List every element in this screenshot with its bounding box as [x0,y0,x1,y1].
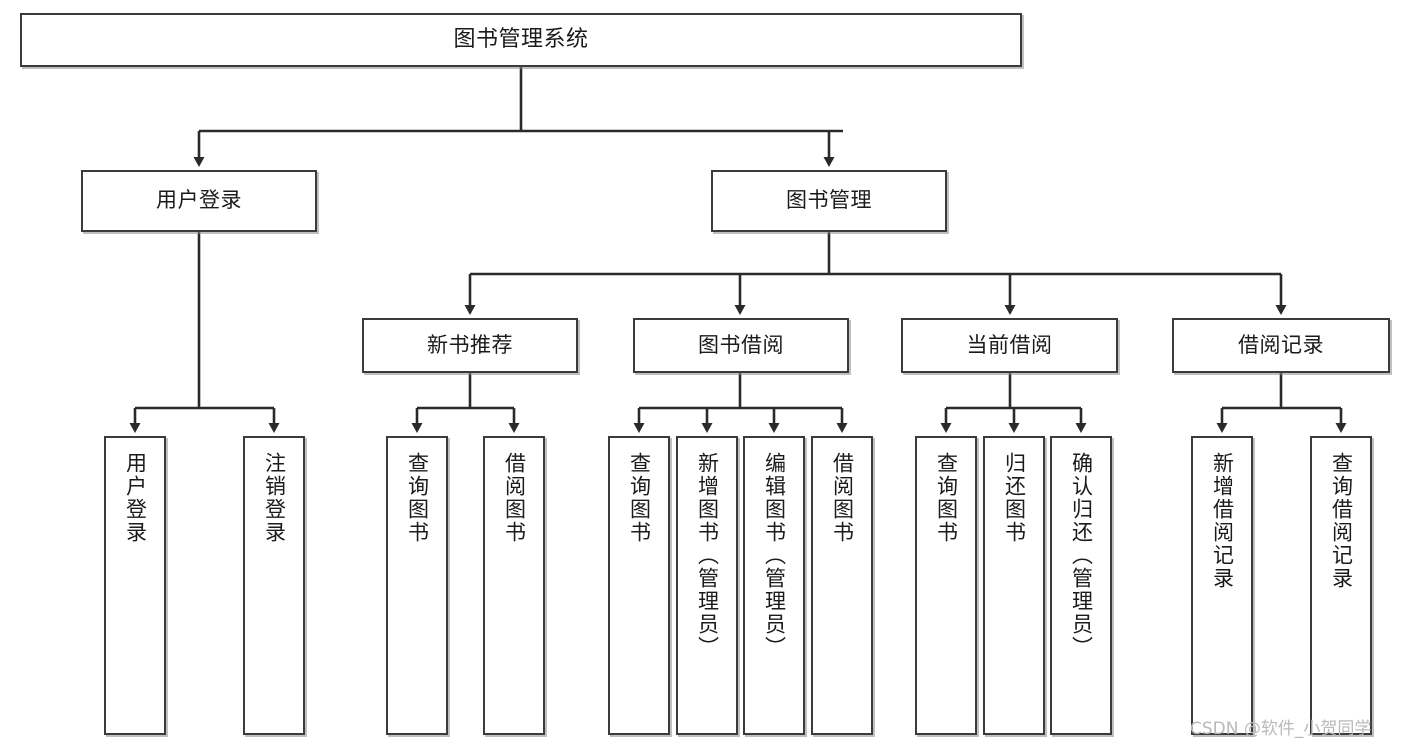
node-leaf-query-borrow-record[interactable]: 查询借阅记录 [1310,436,1372,735]
node-leaf-return-book[interactable]: 归还图书 [983,436,1045,735]
node-label: 编辑图书（管理员） [762,452,787,659]
node-label: 归还图书 [1002,452,1027,544]
node-book-borrow[interactable]: 图书借阅 [633,318,849,373]
node-label: 查询借阅记录 [1329,452,1354,590]
node-label: 确认归还（管理员） [1069,452,1094,659]
node-leaf-query-book-1[interactable]: 查询图书 [386,436,448,735]
node-borrow-record[interactable]: 借阅记录 [1172,318,1390,373]
node-label: 当前借阅 [966,332,1053,357]
node-label: 图书借阅 [698,332,784,357]
node-label: 新增借阅记录 [1210,452,1235,590]
node-label: 查询图书 [934,452,959,544]
node-label: 查询图书 [405,452,430,544]
node-leaf-borrow-book-1[interactable]: 借阅图书 [483,436,545,735]
node-current-borrow[interactable]: 当前借阅 [901,318,1118,373]
node-label: 新增图书（管理员） [695,452,720,659]
node-label: 用户登录 [156,188,242,213]
node-new-book-recommend[interactable]: 新书推荐 [362,318,578,373]
node-label: 借阅记录 [1238,332,1324,357]
node-label: 新书推荐 [427,332,513,357]
node-leaf-add-book[interactable]: 新增图书（管理员） [676,436,738,735]
node-leaf-edit-book[interactable]: 编辑图书（管理员） [743,436,805,735]
node-leaf-query-book-3[interactable]: 查询图书 [915,436,977,735]
node-label: 用户登录 [123,452,148,544]
node-leaf-borrow-book-2[interactable]: 借阅图书 [811,436,873,735]
node-label: 借阅图书 [830,452,855,544]
node-label: 查询图书 [627,452,652,544]
node-leaf-logout-login[interactable]: 注销登录 [243,436,305,735]
node-label: 图书管理系统 [453,26,589,52]
node-label: 借阅图书 [502,452,527,544]
node-leaf-query-book-2[interactable]: 查询图书 [608,436,670,735]
node-label: 图书管理 [786,188,872,213]
node-user-login[interactable]: 用户登录 [81,170,317,232]
node-book-management-system[interactable]: 图书管理系统 [20,13,1022,67]
node-label: 注销登录 [262,452,287,544]
csdn-watermark: CSDN @软件_小贺同学 [1190,719,1372,739]
node-leaf-confirm-return[interactable]: 确认归还（管理员） [1050,436,1112,735]
node-book-management[interactable]: 图书管理 [711,170,947,232]
node-leaf-user-login[interactable]: 用户登录 [104,436,166,735]
node-leaf-add-borrow-record[interactable]: 新增借阅记录 [1191,436,1253,735]
